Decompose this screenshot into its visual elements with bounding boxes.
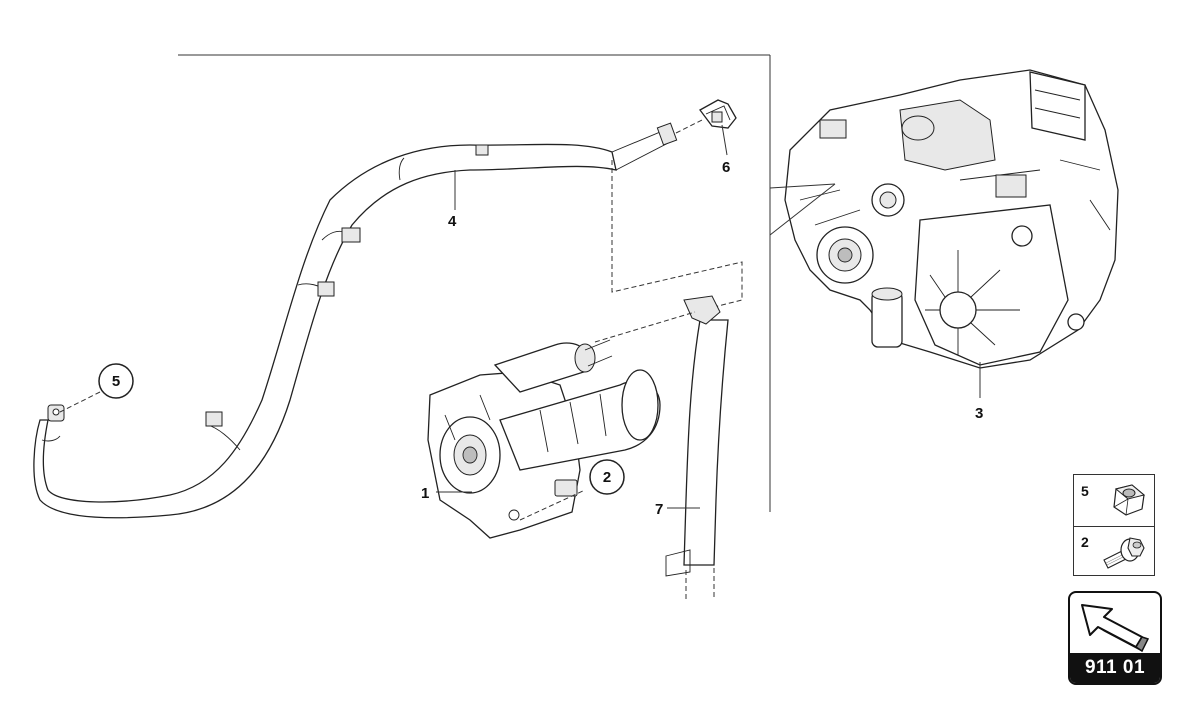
- page-reference-label: 911 01: [1070, 653, 1160, 683]
- starter-motor-part-1: [427, 339, 661, 539]
- legend-row-nut: 5: [1074, 475, 1154, 527]
- callout-label-4: 4: [448, 213, 457, 230]
- callout-circle-5: 5: [98, 363, 134, 399]
- hex-nut-icon: [1113, 484, 1146, 516]
- clip-part-6: [699, 99, 737, 129]
- gearbox-part-3: [784, 69, 1119, 369]
- legend-number-2: 2: [1081, 534, 1089, 550]
- ground-cable-part-7: [665, 295, 729, 600]
- connection-dash-path: [611, 160, 743, 309]
- leader-lines-3: [769, 183, 981, 398]
- leader-dash-2: [519, 489, 586, 521]
- leader-dash-6: [675, 119, 703, 134]
- callout-label-3: 3: [975, 405, 983, 422]
- legend-number-5: 5: [1081, 483, 1089, 499]
- page-reference-badge[interactable]: 911 01: [1068, 591, 1162, 685]
- callout-label-1: 1: [421, 485, 429, 502]
- leader-lines: [59, 124, 728, 509]
- callout-label-6: 6: [722, 159, 730, 176]
- leader-dash-1-to-7: [594, 311, 696, 343]
- callout-label-7: 7: [655, 501, 663, 518]
- hardware-legend: 5 2: [1073, 474, 1155, 576]
- callout-circle-2: 2: [589, 459, 625, 495]
- svg-text:5: 5: [112, 373, 120, 390]
- legend-row-bolt: 2: [1074, 526, 1154, 577]
- group-frame-lines: [178, 54, 771, 512]
- svg-text:2: 2: [603, 469, 611, 486]
- battery-cable-part-4: [33, 122, 678, 519]
- flange-bolt-icon: [1103, 537, 1145, 569]
- arrow-icon: [1081, 604, 1150, 653]
